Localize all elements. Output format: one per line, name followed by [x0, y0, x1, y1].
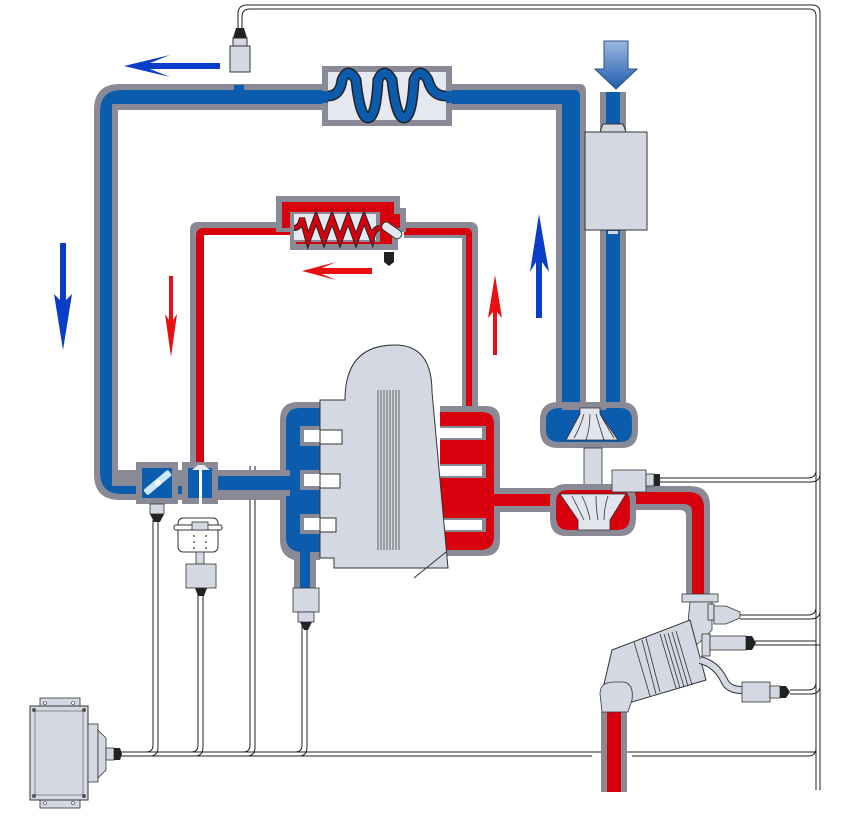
engine-block-icon	[319, 344, 449, 579]
egr-valve-icon	[173, 462, 223, 596]
manifold-pressure-sensor-icon	[292, 587, 320, 630]
flow-arrow-icon	[124, 55, 220, 77]
lambda-sensor-icon	[707, 603, 741, 625]
flow-arrow-icon	[530, 214, 549, 318]
flow-arrow-icon	[165, 276, 177, 357]
flow-arrow-icon	[302, 262, 372, 280]
egr-cooler-bypass-valve-icon	[381, 221, 403, 240]
catalytic-converter-icon	[599, 593, 719, 713]
intercooler-icon	[312, 66, 462, 126]
egr-pipework	[190, 222, 710, 792]
ecu-icon	[29, 697, 122, 809]
egr-cooler-icon	[276, 196, 406, 266]
lambda-sensor-icon	[701, 633, 756, 657]
turbo-compressor-icon	[540, 402, 638, 448]
throttle-valve-icon	[136, 462, 178, 522]
flow-arrow-icon	[593, 40, 639, 90]
flow-arrow-icon	[488, 275, 502, 355]
flow-arrow-icon	[54, 243, 72, 350]
air-filter-icon	[584, 123, 648, 231]
turbo-shaft-icon	[583, 447, 603, 489]
pressure-sensor-icon	[229, 28, 251, 95]
turbo-turbine-icon	[550, 484, 636, 536]
intake-manifold	[206, 402, 320, 590]
turbo-speed-sensor-icon	[611, 469, 660, 493]
exhaust-temp-sensor-icon	[698, 656, 790, 703]
